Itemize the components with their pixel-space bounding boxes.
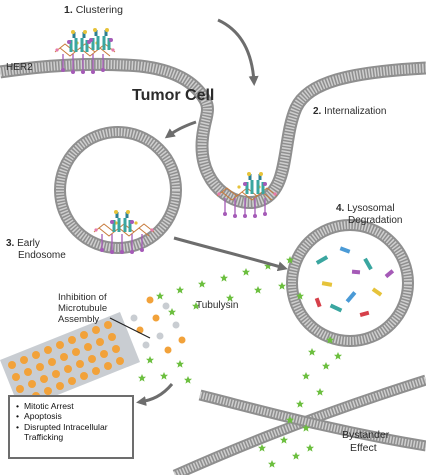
step-4-label-line2: Degradation bbox=[348, 215, 402, 226]
arrow-to-internalization bbox=[217, 18, 259, 86]
lower-membrane-right bbox=[198, 389, 426, 452]
step-4-label: 4. Lysosomal bbox=[336, 203, 395, 214]
tumor-cell-label: Tumor Cell bbox=[132, 87, 214, 104]
arrow-to-outcomes bbox=[136, 383, 174, 406]
bystander-label-line1: Bystander bbox=[342, 429, 390, 441]
outcome-item: Disrupted Intracellular Trafficking bbox=[16, 422, 128, 443]
inhibition-label-line3: Assembly bbox=[58, 314, 99, 325]
microtubule bbox=[0, 296, 186, 410]
degraded-fragments bbox=[314, 246, 395, 317]
outcome-item: Apoptosis bbox=[16, 411, 128, 422]
outcomes-box: Mitotic Arrest Apoptosis Disrupted Intra… bbox=[8, 395, 134, 459]
step-1-label: 1. Clustering bbox=[64, 4, 123, 16]
inhibition-pointer bbox=[109, 317, 151, 339]
step-3-label: 3. Early bbox=[6, 238, 40, 249]
inhibition-label-line2: Microtubule bbox=[58, 303, 107, 314]
arrow-to-lysosome bbox=[173, 236, 288, 272]
bystander-label-line2: Effect bbox=[350, 442, 377, 454]
step-3-label-line2: Endosome bbox=[18, 250, 66, 261]
tubulysin-label: Tubulysin bbox=[196, 300, 238, 311]
outcome-item: Mitotic Arrest bbox=[16, 401, 128, 412]
her2-label: HER2 bbox=[6, 62, 33, 73]
outcomes-list: Mitotic Arrest Apoptosis Disrupted Intra… bbox=[16, 401, 128, 443]
arrow-to-endosome bbox=[164, 120, 197, 139]
step-2-label: 2. Internalization bbox=[313, 106, 386, 117]
inhibition-label-line1: Inhibition of bbox=[58, 292, 107, 303]
